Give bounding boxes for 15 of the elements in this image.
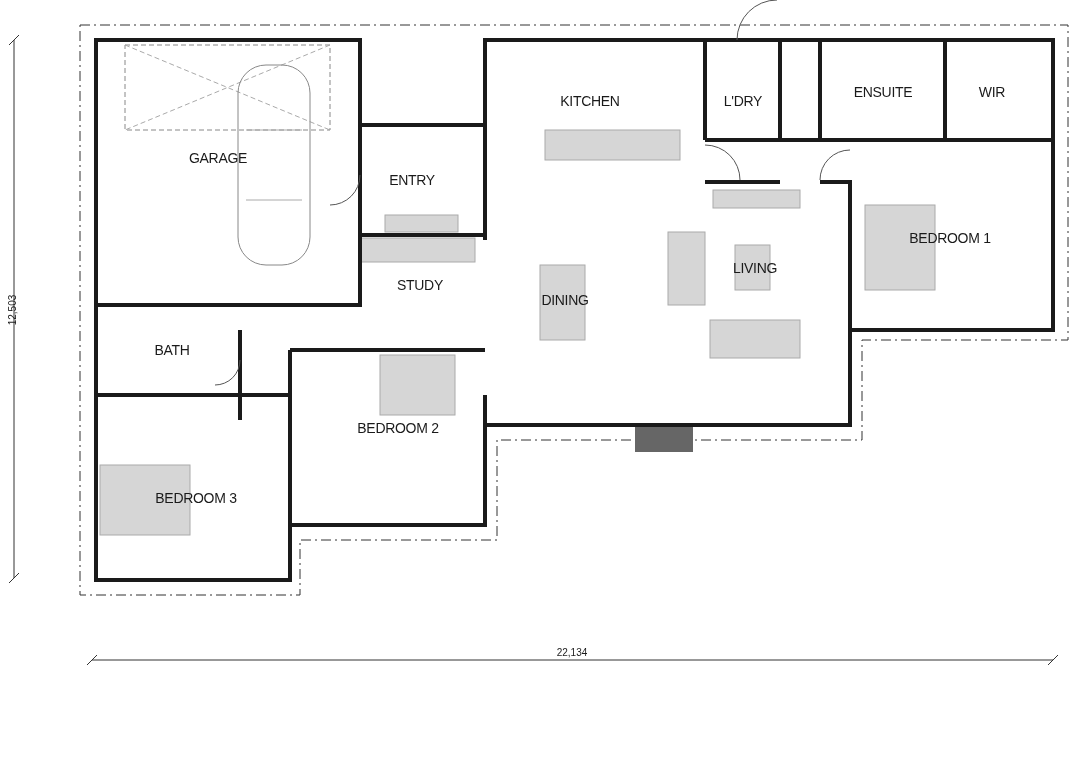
dimension-label: 12,503 <box>6 294 18 326</box>
dimension-label: 22,134 <box>556 646 588 658</box>
room-label: ENTRY <box>389 172 435 188</box>
room-label: BEDROOM 3 <box>155 490 237 506</box>
room-label: KITCHEN <box>560 93 620 109</box>
room-label: WIR <box>978 84 1006 100</box>
room-label: LIVING <box>732 260 778 276</box>
room-label: DINING <box>541 292 589 308</box>
room-label: BATH <box>154 342 190 358</box>
room-label: ENSUITE <box>853 84 913 100</box>
room-label: BEDROOM 2 <box>357 420 439 436</box>
room-label: GARAGE <box>188 150 248 166</box>
room-label: BEDROOM 1 <box>909 230 991 246</box>
room-label: L'DRY <box>723 93 763 109</box>
room-label: STUDY <box>397 277 443 293</box>
